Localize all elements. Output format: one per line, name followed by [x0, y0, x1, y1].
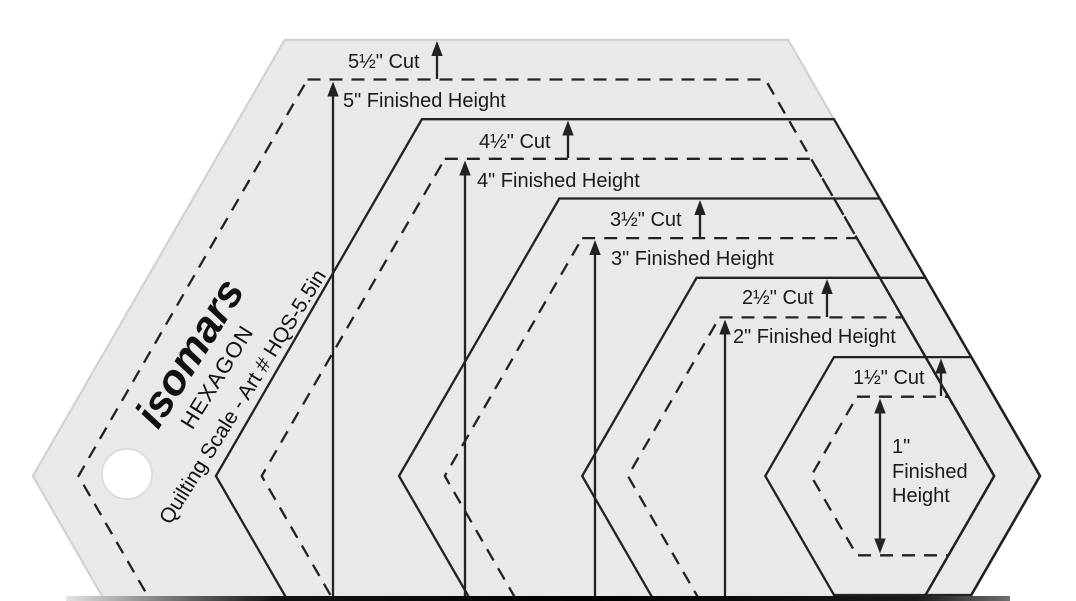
label-cut-1.5in: 1½" Cut: [853, 367, 925, 389]
cut-arrow-1.5in: [935, 358, 947, 396]
hexagon-finished-2in: [626, 316, 996, 601]
finished-arrow-4in: [459, 160, 471, 601]
label-finished-4in: 4" Finished Height: [477, 170, 640, 192]
hexagon-finished-1in: [809, 395, 996, 557]
finished-arrow-5in: [327, 81, 339, 601]
label-finished-1in-line1: 1": [892, 436, 910, 458]
hexagon-cut-4.5in: [214, 118, 1042, 601]
cut-arrow-2.5in: [821, 279, 833, 317]
hanging-hole: [101, 448, 153, 500]
label-finished-1in-line2: Finished: [892, 461, 968, 483]
label-cut-4.5in: 4½" Cut: [479, 131, 551, 153]
hexagon-cut-3.5in: [397, 197, 1042, 601]
label-finished-1in-line3: Height: [892, 485, 950, 507]
label-cut-3.5in: 3½" Cut: [610, 209, 682, 231]
cut-arrow-3.5in: [694, 200, 706, 238]
finished-arrow-2in: [719, 319, 731, 601]
cut-arrow-5.5in: [431, 41, 443, 79]
hexagon-cut-2.5in: [580, 276, 1042, 601]
hexagon-finished-5in: [77, 78, 996, 601]
table-edge-bar: [66, 596, 1010, 601]
label-finished-5in: 5" Finished Height: [343, 90, 506, 112]
finished-arrow-1in: [874, 398, 886, 554]
hexagon-finished-4in: [260, 157, 996, 601]
template-body: [31, 38, 1042, 601]
label-cut-2.5in: 2½" Cut: [742, 287, 814, 309]
hexagon-finished-3in: [443, 236, 996, 601]
hexagon-cut-1.5in: [763, 355, 1042, 597]
finished-arrow-3in: [589, 240, 601, 601]
label-finished-3in: 3" Finished Height: [611, 248, 774, 270]
label-cut-5.5in: 5½" Cut: [348, 51, 420, 73]
cut-arrow-4.5in: [562, 120, 574, 158]
label-finished-2in: 2" Finished Height: [733, 326, 896, 348]
